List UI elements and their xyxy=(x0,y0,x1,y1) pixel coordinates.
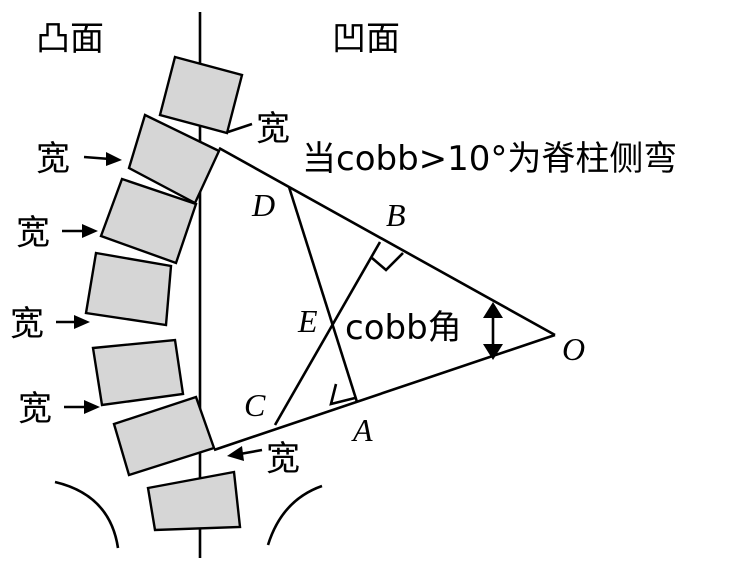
upper-endplate-line xyxy=(218,146,556,337)
point-label-B: B xyxy=(386,197,406,233)
right-angle-marker-A xyxy=(329,383,356,406)
scoliosis-condition-text: 当cobb>10°为脊柱侧弯 xyxy=(302,139,677,179)
point-label-E: E xyxy=(297,303,318,339)
wide-leader-top xyxy=(227,122,253,134)
point-label-D: D xyxy=(251,187,275,223)
wide-label-3: 宽 xyxy=(10,304,44,344)
wide-arrow-1 xyxy=(83,155,111,161)
cobb-angle-label: cobb角 xyxy=(345,308,462,348)
vertebra-3 xyxy=(99,177,198,265)
wide-label-5: 宽 xyxy=(266,439,300,479)
lower-endplate-line xyxy=(213,333,556,452)
vertebra-5 xyxy=(91,338,185,407)
wide-label-4: 宽 xyxy=(18,389,52,429)
perpendicular-line-DA xyxy=(287,186,359,403)
wide-label-top: 宽 xyxy=(256,109,290,149)
wide-arrowhead-5 xyxy=(227,446,244,461)
point-label-C: C xyxy=(244,387,266,423)
vertebra-4 xyxy=(84,251,173,327)
wide-arrowhead-4 xyxy=(84,400,100,414)
wide-label-1: 宽 xyxy=(36,139,70,179)
wide-arrowhead-2 xyxy=(82,224,98,238)
wide-arrowhead-1 xyxy=(106,152,122,166)
perpendicular-line-CB xyxy=(273,241,382,426)
pelvis-left-curve xyxy=(54,480,120,549)
point-label-A: A xyxy=(351,412,373,448)
arrow-head-down xyxy=(483,344,503,360)
vertebra-6 xyxy=(112,395,216,477)
right-angle-marker-B xyxy=(371,252,404,272)
arrow-head-up xyxy=(483,302,503,318)
wide-arrow-5 xyxy=(239,448,263,456)
concave-side-label: 凹面 xyxy=(332,19,400,59)
wide-arrowhead-3 xyxy=(74,315,90,329)
vertebra-1 xyxy=(158,55,244,135)
pelvis-right-curve xyxy=(266,484,323,546)
wide-label-2: 宽 xyxy=(16,213,50,253)
point-label-O: O xyxy=(562,331,585,367)
convex-side-label: 凸面 xyxy=(36,19,104,59)
vertebra-7 xyxy=(146,470,242,532)
